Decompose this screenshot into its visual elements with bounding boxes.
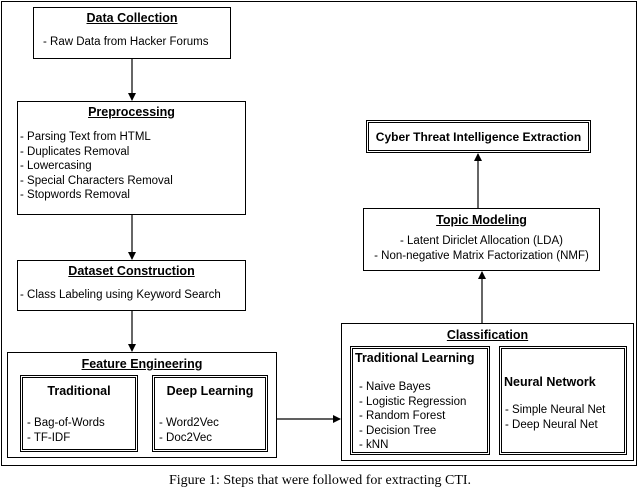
- list-item: - TF-IDF: [27, 431, 71, 444]
- data-collection-title: Data Collection: [86, 11, 178, 25]
- list-item: - Decision Tree: [359, 424, 437, 437]
- list-item: - Bag-of-Words: [27, 417, 105, 429]
- topic-modeling-items: - Latent Diriclet Allocation (LDA) - Non…: [364, 234, 599, 263]
- cti-extraction-box: Cyber Threat Intelligence Extraction: [366, 120, 591, 153]
- feature-traditional-items: - Bag-of-Words - TF-IDF: [27, 416, 105, 445]
- feature-traditional-title: Traditional: [47, 384, 111, 398]
- list-item: - Latent Diriclet Allocation (LDA): [400, 235, 563, 247]
- dataset-construction-title: Dataset Construction: [68, 264, 195, 278]
- data-collection-box: Data Collection - Raw Data from Hacker F…: [33, 7, 231, 59]
- figure-caption: Figure 1: Steps that were followed for e…: [168, 473, 472, 488]
- list-item: - Simple Neural Net: [505, 404, 606, 416]
- list-item: - Stopwords Removal: [20, 189, 130, 201]
- list-item: - Class Labeling using Keyword Search: [20, 289, 221, 301]
- list-item: - Raw Data from Hacker Forums: [43, 36, 209, 48]
- list-item: - Doc2Vec: [159, 431, 213, 444]
- preprocessing-box: Preprocessing - Parsing Text from HTML -…: [17, 101, 246, 215]
- cti-extraction-title: Cyber Threat Intelligence Extraction: [375, 130, 582, 144]
- list-item: - Lowercasing: [20, 160, 92, 172]
- list-item: - Special Characters Removal: [20, 174, 173, 187]
- list-item: - Parsing Text from HTML: [20, 131, 151, 143]
- preprocessing-title: Preprocessing: [88, 105, 175, 119]
- list-item: - Naive Bayes: [359, 381, 431, 393]
- list-item: - kNN: [359, 439, 389, 451]
- topic-modeling-box: Topic Modeling - Latent Diriclet Allocat…: [363, 208, 600, 271]
- dataset-construction-box: Dataset Construction - Class Labeling us…: [17, 260, 246, 311]
- feature-engineering-box: Feature Engineering Traditional - Bag-of…: [7, 352, 277, 458]
- feature-traditional-box: Traditional - Bag-of-Words - TF-IDF: [20, 375, 138, 452]
- list-item: - Random Forest: [359, 410, 446, 422]
- feature-deep-learning-title: Deep Learning: [166, 384, 254, 398]
- classification-box: Classification Traditional Learning - Na…: [341, 323, 634, 461]
- classification-title: Classification: [446, 328, 529, 342]
- dataset-construction-items: - Class Labeling using Keyword Search: [20, 288, 221, 303]
- list-item: - Duplicates Removal: [20, 145, 130, 158]
- traditional-learning-box: Traditional Learning - Naive Bayes - Log…: [350, 346, 490, 455]
- feature-deep-learning-box: Deep Learning - Word2Vec - Doc2Vec: [152, 375, 268, 452]
- feature-deep-learning-items: - Word2Vec - Doc2Vec: [159, 416, 219, 445]
- list-item: - Logistic Regression: [359, 395, 467, 408]
- neural-network-box: Neural Network - Simple Neural Net - Dee…: [499, 346, 627, 455]
- topic-modeling-title: Topic Modeling: [436, 213, 527, 227]
- list-item: - Word2Vec: [159, 417, 219, 429]
- feature-engineering-title: Feature Engineering: [81, 357, 203, 371]
- list-item: - Deep Neural Net: [505, 418, 598, 431]
- diagram-frame: [1, 1, 637, 466]
- neural-network-items: - Simple Neural Net - Deep Neural Net: [505, 403, 605, 432]
- list-item: - Non-negative Matrix Factorization (NMF…: [374, 249, 589, 262]
- traditional-learning-title: Traditional Learning: [355, 351, 475, 365]
- traditional-learning-items: - Naive Bayes - Logistic Regression - Ra…: [359, 380, 466, 453]
- neural-network-title: Neural Network: [504, 375, 596, 389]
- preprocessing-items: - Parsing Text from HTML - Duplicates Re…: [20, 130, 173, 203]
- data-collection-items: - Raw Data from Hacker Forums: [43, 35, 209, 50]
